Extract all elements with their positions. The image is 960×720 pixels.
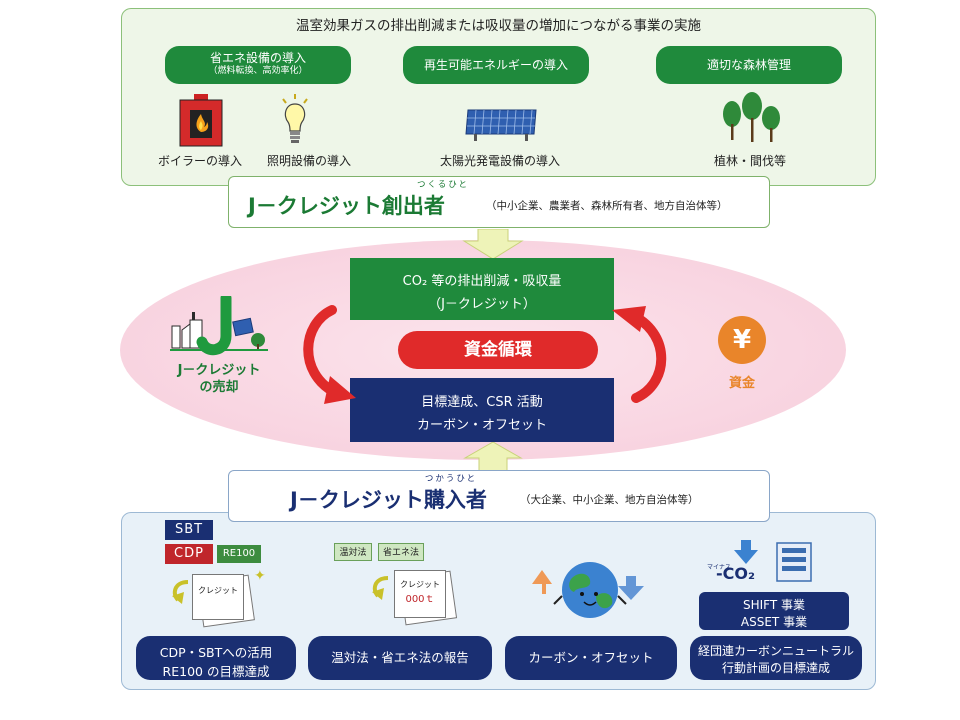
sbt-badge: SBT: [165, 520, 213, 540]
minus-co2-label: -CO₂: [716, 564, 755, 583]
creator-box: [228, 176, 770, 228]
goal-box: 目標達成、CSR 活動 カーボン・オフセット: [350, 378, 614, 442]
solar-panel-icon: [465, 109, 537, 141]
trees-icon: [723, 92, 780, 142]
lighting-label: 照明設備の導入: [266, 154, 351, 168]
pill-line2: RE100 の目標達成: [162, 664, 270, 679]
forest-label: 植林・間伐等: [713, 154, 786, 168]
credit-line2: （J－クレジット）: [428, 297, 536, 312]
sparkle-icon: ✦: [254, 568, 266, 584]
keidanren-pill: 経団連カーボンニュートラル 行動計画の目標達成: [690, 636, 862, 680]
pill-line2: 行動計画の目標達成: [721, 661, 830, 675]
buyer-examples: （大企業、中小企業、地方自治体等）: [520, 494, 699, 506]
curved-arrow-icon: [372, 576, 389, 600]
cdp-badge: CDP: [165, 544, 213, 564]
solar-label: 太陽光発電設備の導入: [439, 154, 560, 168]
buyer-box: [228, 470, 770, 522]
boiler-icon: [179, 94, 223, 147]
goal-line2: カーボン・オフセット: [416, 418, 547, 433]
co2-ruby: マイナス: [707, 564, 731, 571]
law-report-pill: 温対法・省エネ法の報告: [308, 636, 492, 680]
credit-document: クレジット 000ｔ: [394, 570, 446, 618]
pill-line1: CDP・SBTへの活用: [159, 645, 273, 660]
earth-offset-icon: [532, 562, 644, 618]
re100-badge: RE100: [217, 545, 261, 563]
sell-credit-label: J－クレジット の売却: [164, 362, 274, 396]
top-title: 温室効果ガスの排出削減または吸収量の増加につながる事業の実施: [296, 18, 701, 34]
goal-line1: 目標達成、CSR 活動: [421, 395, 543, 410]
category-label: 再生可能エネルギーの導入: [423, 58, 568, 72]
buyer-ruby: つかうひと: [424, 474, 478, 484]
funds-label: 資金: [728, 376, 755, 391]
yen-coin-icon: ¥: [718, 316, 766, 364]
up-arrow-icon: [463, 442, 523, 472]
shift-line2: ASSET 事業: [740, 615, 808, 629]
credit-amount: 000ｔ: [405, 594, 435, 605]
credit-box: CO₂ 等の排出削減・吸収量 （J－クレジット）: [350, 258, 614, 320]
fund-cycle-label: 資金循環: [398, 331, 598, 369]
creator-title: J－クレジット創出者: [248, 194, 445, 218]
ghg-law-tag: 温対法: [334, 543, 372, 561]
sell-credit-line2: の売却: [199, 380, 239, 395]
cdp-sbt-pill: CDP・SBTへの活用 RE100 の目標達成: [136, 636, 296, 680]
credit-document: クレジット: [192, 574, 244, 620]
creator-ruby: つくるひと: [416, 180, 470, 190]
boiler-label: ボイラーの導入: [157, 154, 242, 168]
credit-line1: CO₂ 等の排出削減・吸収量: [402, 274, 562, 289]
category-label: 適切な森林管理: [706, 58, 791, 72]
pill-line1: 温対法・省エネ法の報告: [331, 650, 469, 665]
building-icon: [776, 542, 812, 582]
pill-line1: カーボン・オフセット: [528, 650, 654, 665]
carbon-offset-pill: カーボン・オフセット: [505, 636, 677, 680]
shift-asset-box: SHIFT 事業 ASSET 事業: [699, 592, 849, 630]
category-energy-saving: 省エネ設備の導入 （燃料転換、高効率化）: [165, 46, 351, 84]
credit-document-label: クレジット: [400, 580, 440, 589]
category-forest: 適切な森林管理: [656, 46, 842, 84]
j-credit-logo-icon: [170, 296, 268, 356]
category-renewable: 再生可能エネルギーの導入: [403, 46, 589, 84]
sell-credit-line1: J－クレジット: [177, 363, 261, 378]
curved-arrow-icon: [172, 580, 189, 604]
down-arrow-icon: [734, 540, 758, 564]
down-arrow-icon: [462, 229, 524, 259]
creator-examples: （中小企業、農業者、森林所有者、地方自治体等）: [486, 200, 728, 212]
credit-document-label: クレジット: [198, 586, 238, 595]
shift-line1: SHIFT 事業: [742, 598, 806, 612]
energy-law-tag: 省エネ法: [378, 543, 424, 561]
pill-line1: 経団連カーボンニュートラル: [697, 644, 854, 658]
category-sublabel: （燃料転換、高効率化）: [208, 66, 308, 76]
light-bulb-icon: [282, 94, 308, 143]
buyer-title: J－クレジット購入者: [290, 488, 487, 512]
left-curved-arrow-icon: [303, 305, 356, 404]
category-label: 省エネ設備の導入: [209, 51, 306, 65]
right-curved-arrow-icon: [612, 306, 667, 403]
